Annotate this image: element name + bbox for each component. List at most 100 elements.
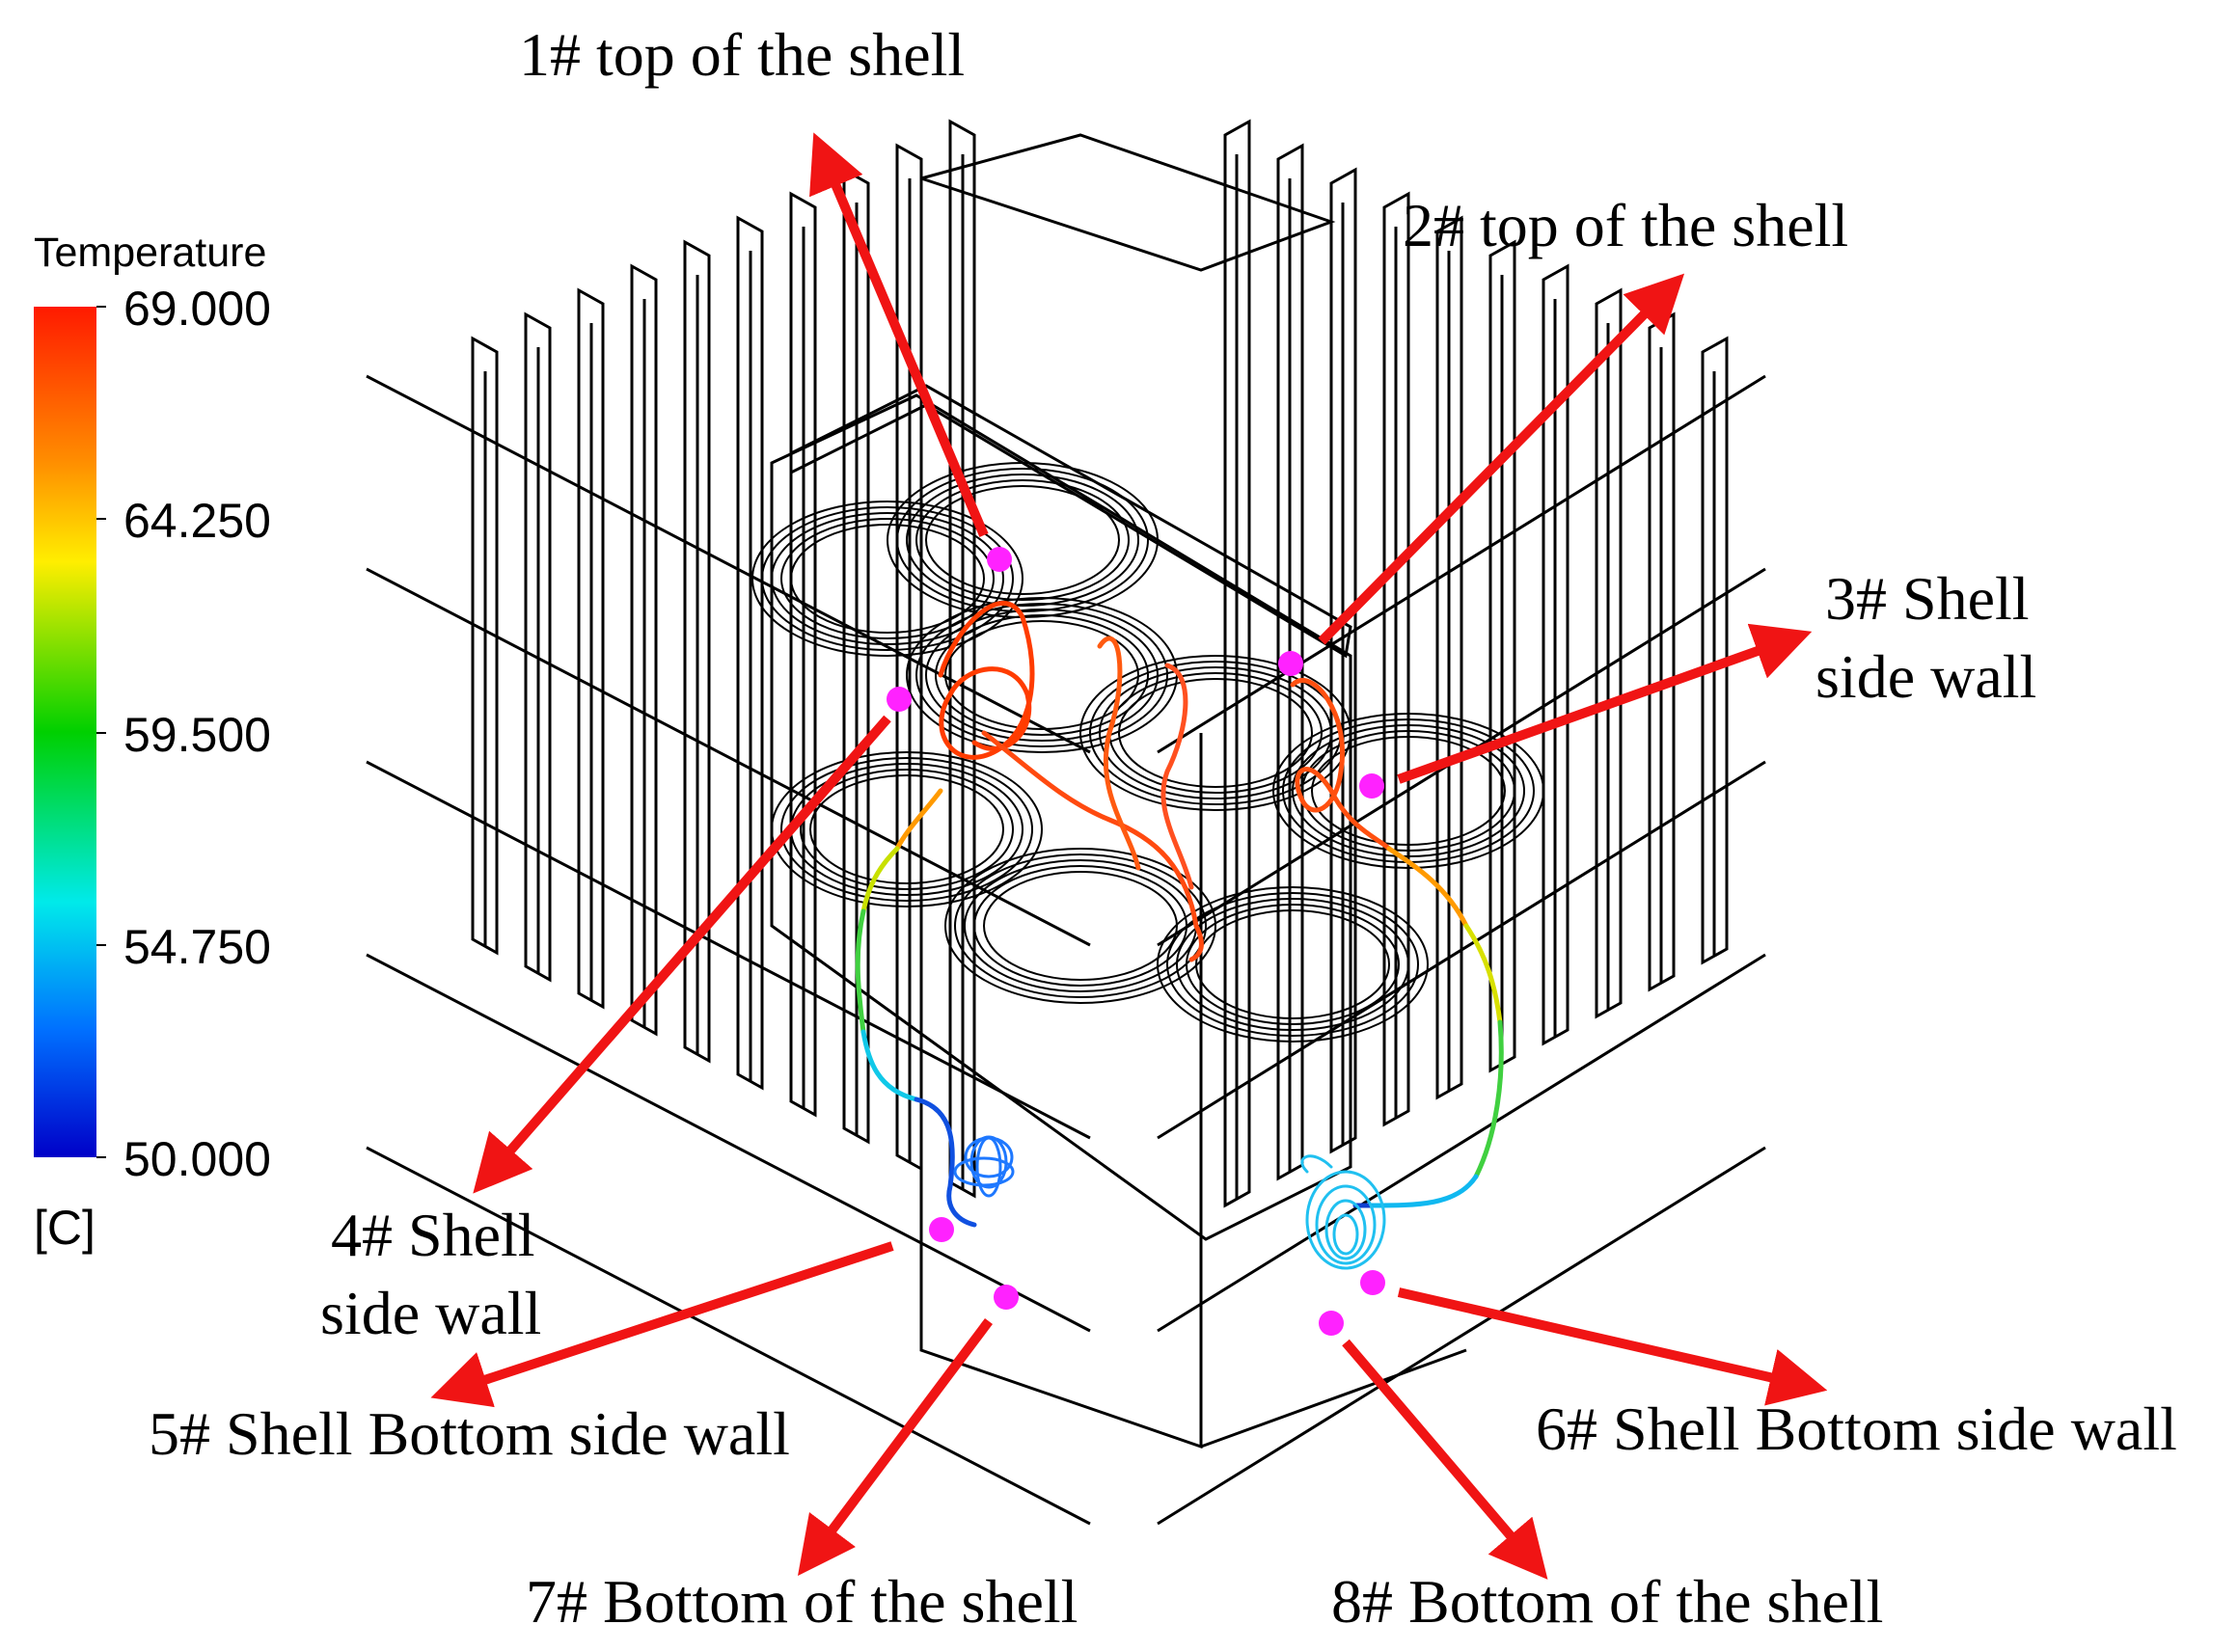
yellow-streamline-left (860, 846, 900, 914)
marker-1 (987, 547, 1012, 572)
arrow-6 (1397, 1287, 1828, 1406)
coil-loop (1292, 724, 1525, 857)
left-fin-plate (577, 287, 605, 1010)
right-fin-brace (1157, 374, 1766, 754)
legend-tick-3: 59.500 (123, 708, 271, 762)
coil-loop (925, 485, 1120, 595)
left-fin-plate (736, 215, 764, 1091)
legend-tick-2: 64.250 (123, 494, 271, 548)
temperature-legend: Temperature 69.000 64.250 59.500 54.750 … (34, 230, 271, 1255)
cyan-streamline-right (1367, 1174, 1479, 1208)
right-fin-plate (1276, 143, 1304, 1181)
coil-loop (1301, 730, 1515, 852)
coil-loop (915, 479, 1130, 601)
label-4-line2: side wall (320, 1279, 541, 1347)
label-1: 1# top of the shell (519, 20, 965, 89)
coil-loop (1099, 666, 1332, 799)
coil-loop (800, 769, 1014, 890)
arrow-7 (798, 1318, 993, 1576)
coil-loop (771, 751, 1043, 907)
coil-loop (1311, 736, 1506, 846)
coil-loop (906, 474, 1139, 607)
left-fin-brace (366, 1146, 1091, 1526)
arrow-2 (1318, 273, 1685, 645)
green-streamline-left (855, 908, 866, 1035)
marker-7 (994, 1285, 1019, 1310)
warm-streamline-right (1386, 846, 1469, 929)
housing-top (920, 133, 1336, 272)
left-fin-brace (366, 374, 1091, 754)
left-fin-plate (471, 336, 499, 956)
arrow-3 (1397, 623, 1813, 784)
coil-loop (751, 501, 1023, 657)
coil-loop (1176, 898, 1409, 1031)
yellow-streamline-right (1463, 923, 1503, 1025)
arrow-4 (473, 715, 891, 1194)
right-fin-plate (1223, 119, 1251, 1208)
annotation-arrows (430, 132, 1828, 1580)
coil-loop (1272, 713, 1544, 869)
legend-colorbar (34, 307, 96, 1157)
coil-loop (964, 859, 1197, 992)
left-fin-brace (366, 760, 1091, 1140)
cold-vortex-left (953, 1135, 1015, 1198)
coil-loop (780, 757, 1033, 902)
legend-tick-4: 54.750 (123, 920, 271, 974)
label-3-line2: side wall (1815, 642, 2036, 711)
hot-streamline-4 (1160, 663, 1194, 890)
legend-title: Temperature (34, 230, 266, 276)
label-3-line1: 3# Shell (1825, 564, 2030, 633)
coil-loop (896, 468, 1149, 612)
label-5: 5# Shell Bottom side wall (149, 1399, 790, 1468)
annotation-labels: 1# top of the shell 2# top of the shell … (149, 20, 2177, 1636)
right-fin-plate (1329, 167, 1357, 1154)
coil-loop (983, 871, 1178, 981)
hot-streamline-3 (1097, 636, 1141, 871)
label-6: 6# Shell Bottom side wall (1536, 1395, 2177, 1463)
arrow-8 (1342, 1339, 1548, 1580)
arrow-1 (809, 132, 989, 537)
right-fin-plate (1382, 191, 1410, 1127)
coil-loop (1166, 892, 1419, 1037)
coil-loop (809, 774, 1004, 884)
coil-loop (761, 506, 1014, 651)
coil-loop (1157, 886, 1429, 1043)
coil-loop (771, 512, 1004, 645)
coil-loop (954, 853, 1207, 998)
cold-vortex-right (1300, 1154, 1386, 1270)
marker-4 (887, 687, 912, 712)
housing-bottom-edge (1200, 1348, 1467, 1449)
legend-unit: [C] (34, 1201, 96, 1255)
streamlines (855, 601, 1504, 1270)
left-fin-plate (524, 311, 552, 983)
hot-streamline-5 (1290, 678, 1392, 852)
right-fin-plate (1542, 263, 1569, 1046)
label-2: 2# top of the shell (1403, 191, 1848, 259)
coil-loop (1195, 909, 1390, 1019)
coil-loop (790, 524, 985, 634)
legend-ticks (96, 306, 106, 1158)
arrow-5 (430, 1241, 894, 1408)
wireframe-model (366, 119, 1766, 1526)
coil-loop (1118, 678, 1313, 788)
green-streamline-right (1473, 1019, 1504, 1179)
hot-streamline-1 (938, 601, 1035, 760)
core-block-top (789, 384, 1352, 659)
blue-streamline-left (914, 1097, 977, 1228)
legend-tick-max: 69.000 (123, 282, 271, 336)
coil-loop (944, 620, 1139, 730)
marker-5 (929, 1217, 954, 1242)
left-fin-plate (630, 263, 658, 1037)
right-fin-plate (1488, 239, 1516, 1073)
legend-tick-min: 50.000 (123, 1132, 271, 1186)
coil-loop (925, 609, 1159, 742)
hot-streamline-2 (981, 730, 1204, 962)
right-fin-brace (1157, 760, 1766, 1140)
coil-loop (780, 518, 995, 639)
left-fin-plate (948, 119, 976, 1199)
measurement-markers (887, 547, 1385, 1336)
label-8: 8# Bottom of the shell (1331, 1567, 1883, 1636)
coil-loop (944, 848, 1216, 1004)
label-7: 7# Bottom of the shell (526, 1567, 1078, 1636)
